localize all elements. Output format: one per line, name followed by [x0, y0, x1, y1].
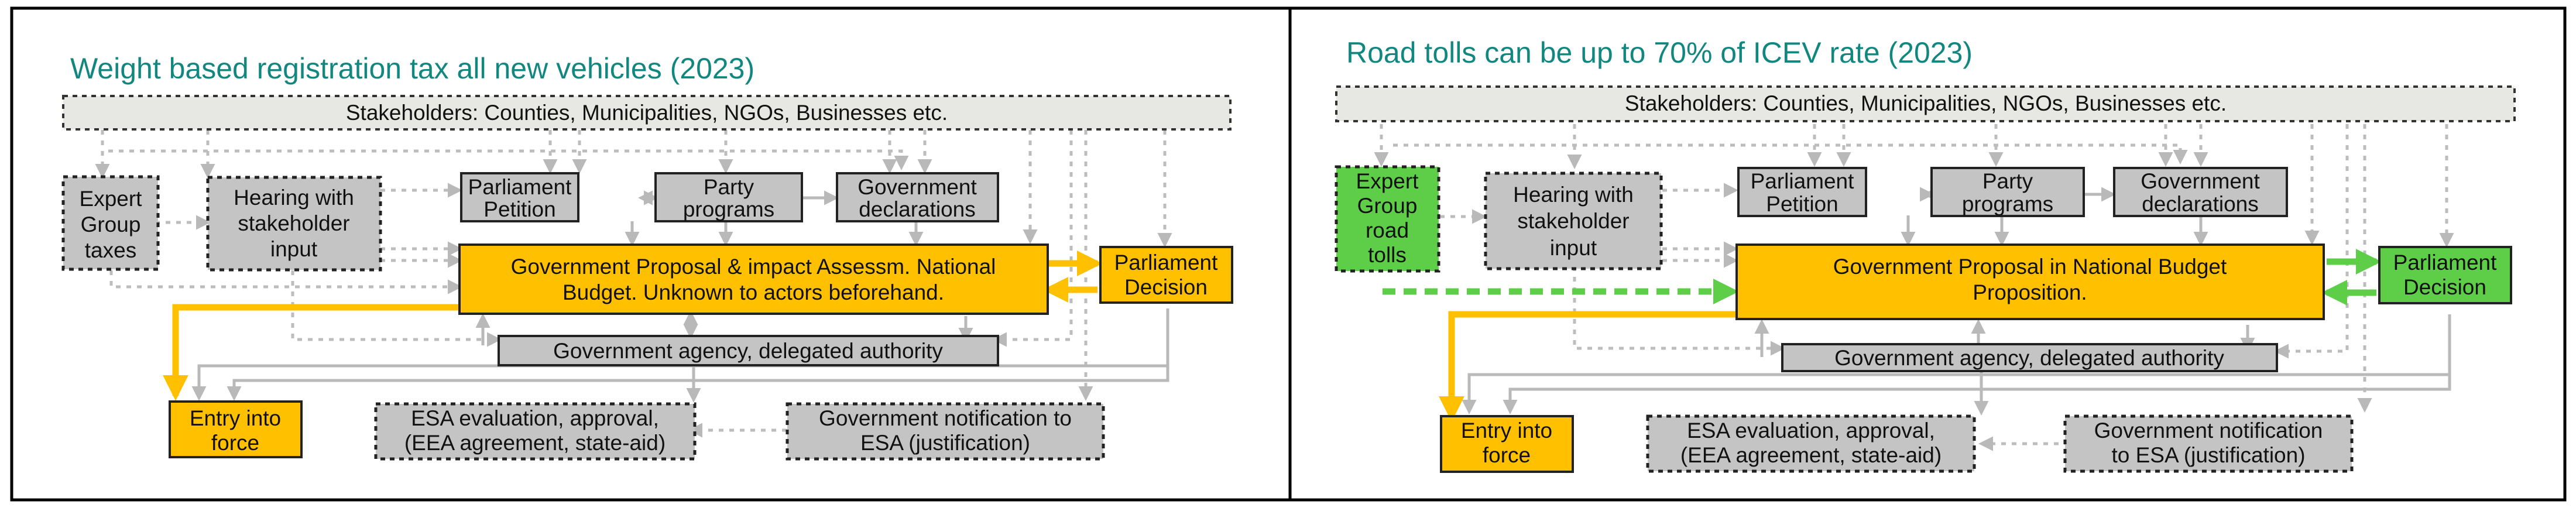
notification-line: Government notification [2094, 419, 2323, 443]
petition-line: Petition [1766, 192, 1838, 216]
panel-left: Weight based registration tax all new ve… [10, 6, 1292, 502]
party-programs-box: Party programs [1930, 167, 2085, 217]
esa-eval-line: ESA evaluation, approval, [411, 406, 659, 430]
entry-into-force-box: Entry into force [1440, 415, 1574, 473]
parliament-decision-box: Parliament Decision [1099, 246, 1233, 304]
esa-evaluation-box: ESA evaluation, approval, (EEA agreement… [1646, 414, 1976, 473]
agency-label: Government agency, delegated authority [553, 339, 943, 363]
esa-eval-line: (EEA agreement, state-aid) [1680, 443, 1942, 467]
gov-declarations-box: Government declarations [2113, 167, 2288, 217]
party-programs-box: Party programs [654, 172, 803, 222]
notification-line: ESA (justification) [860, 431, 1030, 455]
expert-group-line: taxes [85, 238, 136, 262]
entry-line: Entry into [1461, 419, 1552, 443]
proposal-line: Government Proposal in National Budget [1833, 255, 2227, 279]
gov-decl-line: Government [2141, 169, 2260, 193]
proposal-line: Government Proposal & impact Assessm. Na… [511, 255, 996, 279]
gov-notification-box: Government notification to ESA (justific… [786, 402, 1105, 461]
esa-eval-line: (EEA agreement, state-aid) [404, 431, 666, 455]
stakeholders-label: Stakeholders: Counties, Municipalities, … [346, 101, 948, 125]
decision-line: Decision [1124, 275, 1208, 299]
hearing-line: Hearing with [234, 186, 354, 210]
expert-group-line: Group [1357, 194, 1418, 218]
hearing-box: Hearing with stakeholder input [206, 176, 382, 272]
proposal-line: Budget. Unknown to actors beforehand. [562, 280, 944, 304]
gov-decl-line: Government [857, 175, 977, 199]
hearing-line: stakeholder [1517, 209, 1629, 233]
parliament-decision-box: Parliament Decision [2378, 246, 2512, 304]
connectors [1374, 124, 2454, 451]
agency-box: Government agency, delegated authority [1781, 343, 2278, 372]
expert-group-line: Expert [1356, 169, 1419, 193]
decision-line: Decision [2403, 275, 2486, 299]
gov-proposal-box: Government Proposal & impact Assessm. Na… [458, 244, 1049, 315]
panel-frame [1288, 6, 2567, 502]
panel-title: Weight based registration tax all new ve… [70, 52, 754, 85]
notification-line: Government notification to [819, 406, 1072, 430]
proposal-line: Proposition. [1973, 280, 2087, 304]
stakeholders-box [1335, 85, 2516, 122]
party-line: programs [1962, 192, 2053, 216]
petition-box: Parliament Petition [460, 172, 579, 222]
petition-line: Parliament [1751, 169, 1855, 193]
expert-group-box: Expert Group road tolls [1335, 165, 1440, 273]
panel-title: Road tolls can be up to 70% of ICEV rate… [1346, 36, 1973, 69]
expert-group-line: road [1366, 218, 1409, 242]
stakeholders-box [62, 95, 1232, 131]
expert-group-line: Group [81, 212, 141, 236]
entry-into-force-box: Entry into force [169, 400, 303, 458]
hearing-line: input [270, 237, 318, 261]
connectors [95, 130, 1172, 438]
petition-line: Parliament [468, 175, 572, 199]
agency-label: Government agency, delegated authority [1834, 346, 2224, 370]
panel-right: Road tolls can be up to 70% of ICEV rate… [1288, 6, 2567, 502]
expert-group-line: Expert [80, 187, 143, 211]
gov-declarations-box: Government declarations [836, 172, 999, 222]
notification-line: to ESA (justification) [2111, 443, 2305, 467]
expert-group-box: Expert Group taxes [61, 175, 160, 271]
decision-line: Parliament [1114, 251, 1219, 275]
hearing-line: Hearing with [1513, 183, 1634, 207]
party-line: Party [1982, 169, 2033, 193]
petition-box: Parliament Petition [1737, 167, 1867, 217]
hearing-line: input [1550, 236, 1597, 260]
gov-decl-line: declarations [859, 197, 976, 221]
party-line: Party [704, 175, 754, 199]
gov-decl-line: declarations [2142, 192, 2259, 216]
decision-line: Parliament [2393, 251, 2498, 275]
stakeholders-label: Stakeholders: Counties, Municipalities, … [1625, 91, 2227, 115]
gov-proposal-box: Government Proposal in National Budget P… [1735, 244, 2325, 320]
agency-box: Government agency, delegated authority [498, 335, 999, 366]
hearing-line: stakeholder [238, 211, 349, 235]
entry-line: Entry into [190, 406, 281, 430]
petition-line: Petition [483, 197, 555, 221]
esa-eval-line: ESA evaluation, approval, [1687, 419, 1935, 443]
entry-line: force [211, 431, 259, 455]
expert-group-line: tolls [1368, 243, 1407, 267]
party-line: programs [683, 197, 774, 221]
gov-notification-box: Government notification to ESA (justific… [2063, 414, 2354, 473]
hearing-box: Hearing with stakeholder input [1484, 172, 1663, 270]
entry-line: force [1483, 443, 1531, 467]
esa-evaluation-box: ESA evaluation, approval, (EEA agreement… [374, 402, 697, 461]
